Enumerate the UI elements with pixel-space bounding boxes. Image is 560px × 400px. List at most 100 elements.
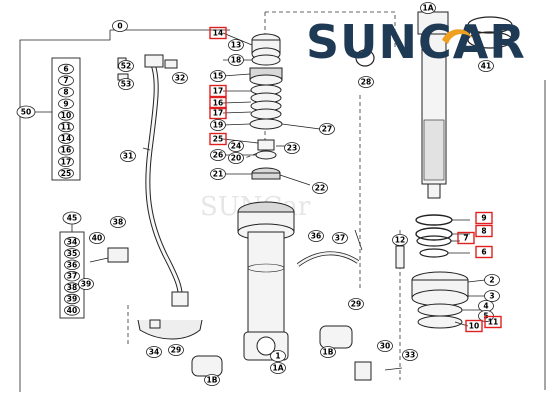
callout-highlight-box [484, 315, 502, 329]
callout-c11: 11 [484, 315, 502, 329]
kit-item-number: 8 [63, 88, 68, 97]
bolt-33 [384, 367, 403, 371]
callout-c33: 33 [402, 349, 418, 361]
callout-c14: 14 [209, 26, 227, 40]
callout-number: 28 [361, 78, 371, 87]
kit-item-number: 14 [61, 134, 71, 143]
callout-ring [110, 216, 126, 228]
callout-c38: 38 [110, 216, 126, 228]
logo-text: SUNCAR [306, 15, 526, 69]
callout-number: 21 [213, 170, 223, 179]
bushing-29-left [191, 355, 223, 377]
callout-number: 0 [117, 22, 122, 31]
callout-c15: 15 [210, 70, 226, 82]
callout-ring [358, 76, 374, 88]
clamp-screw [89, 257, 109, 263]
nut-4 [417, 303, 463, 317]
clamp-34-block [149, 319, 161, 329]
callout-number: 8 [481, 227, 486, 236]
callout-c2: 2 [484, 274, 500, 286]
callout-ring [118, 60, 134, 72]
callout-c10: 10 [465, 319, 483, 333]
tube-body [247, 231, 285, 333]
callout-c1a_bot: 1A [270, 362, 286, 374]
kit-item: 37 [64, 271, 80, 282]
head-stack [249, 33, 283, 180]
callout-ring [420, 2, 436, 14]
callout-number: 16 [213, 99, 223, 108]
clamp-34 [137, 319, 203, 340]
callout-c16: 16 [209, 96, 227, 110]
clamp-38 [107, 247, 129, 263]
callout-highlight-box [475, 224, 493, 238]
kit-item-number: 10 [61, 111, 71, 120]
callout-c29b: 29 [348, 298, 364, 310]
callout-number: 41 [481, 62, 491, 71]
kit-50-callout [16, 105, 36, 119]
callout-number: 38 [113, 218, 123, 227]
callout-c37: 37 [332, 232, 348, 244]
callout-ring [210, 70, 226, 82]
callout-c32: 32 [172, 72, 188, 84]
callout-number: 6 [481, 248, 486, 257]
kit-item: 17 [58, 156, 74, 168]
callout-c36: 36 [308, 230, 324, 242]
callout-highlight-box [209, 106, 227, 120]
callout-c12: 12 [392, 234, 408, 246]
callout-number: 29 [351, 300, 361, 309]
callout-c41: 41 [478, 60, 494, 72]
kit-item-number: 34 [67, 238, 77, 247]
kit-item: 14 [58, 133, 74, 144]
kit-item: 11 [58, 121, 74, 133]
kit-item: 39 [64, 293, 80, 305]
callout-ring [332, 232, 348, 244]
callout-number: 4 [483, 302, 488, 311]
callout-highlight-box [457, 231, 475, 245]
seal-41-top [467, 16, 513, 34]
kit-item-number: 40 [67, 306, 77, 315]
callout-c7: 7 [457, 231, 475, 245]
pipe-31 [144, 54, 189, 307]
callout-c21: 21 [210, 168, 226, 180]
callout-c20: 20 [228, 152, 244, 164]
callout-c18: 18 [228, 54, 244, 66]
kit-item: 40 [64, 305, 80, 316]
callout-number: 1A [422, 4, 433, 13]
callout-c34: 34 [146, 346, 162, 358]
callout-ring [228, 152, 244, 164]
kit-item-number: 37 [67, 272, 77, 281]
ring-29-top [355, 49, 375, 67]
callout-c53: 53 [118, 78, 134, 90]
ring-18 [251, 54, 281, 66]
callout-number: 1B [323, 348, 334, 357]
callout-ring [210, 168, 226, 180]
callout-ring [89, 232, 105, 244]
callout-ring [284, 142, 300, 154]
callout-number: 39 [81, 280, 91, 289]
callout-number: 1 [275, 352, 280, 361]
kit-50-label: 50 [21, 108, 31, 117]
callout-number: 29 [171, 346, 181, 355]
ring-6 [419, 248, 449, 258]
kit-item: 35 [64, 248, 80, 259]
callout-c23: 23 [284, 142, 300, 154]
callout-c52: 52 [118, 60, 134, 72]
callout-number: 20 [231, 154, 241, 163]
callout-number: 17 [213, 109, 223, 118]
kit-item-number: 17 [61, 157, 71, 166]
seal-41-bottom [467, 31, 513, 49]
callout-c30: 30 [377, 340, 393, 352]
callout-c19: 19 [210, 119, 226, 131]
guide-line-top [265, 11, 396, 50]
callout-ring [270, 350, 286, 362]
rod-end [427, 183, 441, 199]
callout-ring [319, 123, 335, 135]
ring-19 [249, 118, 283, 130]
callout-c4: 4 [478, 300, 494, 312]
callout-c40: 40 [89, 232, 105, 244]
piston-group [411, 271, 469, 329]
callout-number: 1A [272, 364, 283, 373]
